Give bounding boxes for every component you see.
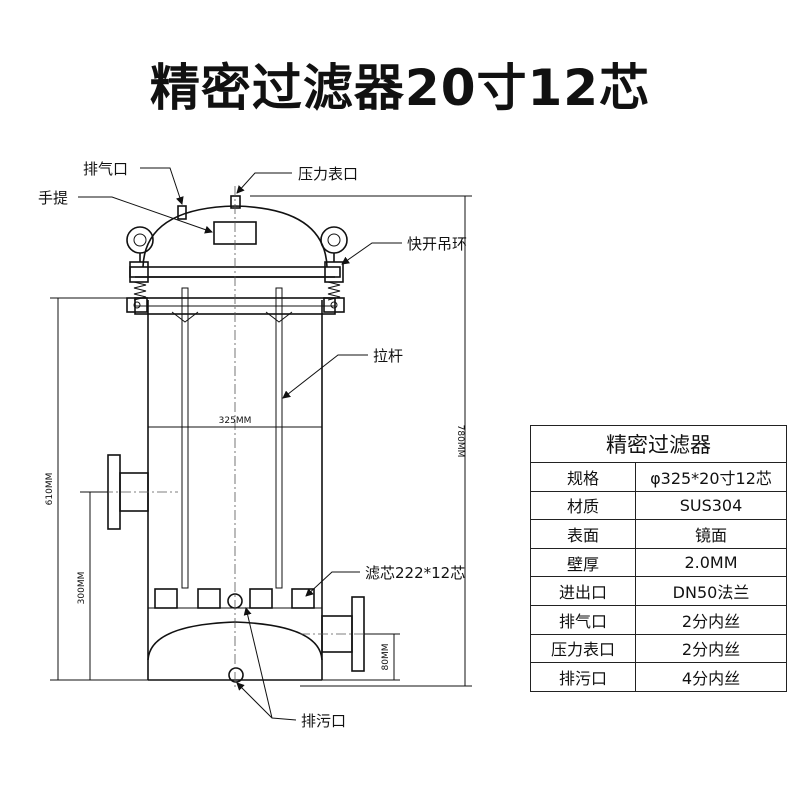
- table-row: 规格 φ325*20寸12芯: [530, 462, 787, 492]
- table-row: 进出口 DN50法兰: [530, 576, 787, 606]
- spec-key: 排污口: [530, 662, 636, 692]
- spec-table: 精密过滤器 规格 φ325*20寸12芯 材质 SUS304 表面 镜面 壁厚 …: [530, 425, 787, 692]
- dim-inner-width: 325MM: [219, 416, 252, 426]
- spec-key: 材质: [530, 490, 636, 521]
- dim-total-height: 780MM: [455, 425, 465, 458]
- spec-key: 规格: [530, 462, 636, 492]
- dimension-lines: [50, 195, 472, 687]
- filter-element-caps: [154, 588, 315, 683]
- label-lifting-ring: 快开吊环: [407, 235, 467, 253]
- spec-key: 壁厚: [530, 547, 636, 578]
- label-tie-rod: 拉杆: [373, 347, 403, 365]
- label-vent-port: 排气口: [83, 160, 128, 178]
- table-row: 表面 镜面: [530, 519, 787, 549]
- spec-table-title: 精密过滤器: [530, 425, 787, 463]
- callout-leaders: [78, 167, 402, 721]
- table-row: 排气口 2分内丝: [530, 604, 787, 635]
- lifting-ring-left: [126, 226, 154, 313]
- label-filter-element: 滤芯222*12芯: [365, 564, 465, 582]
- label-drain-port: 排污口: [301, 712, 346, 730]
- spec-key: 表面: [530, 519, 636, 549]
- tie-rods: [171, 287, 293, 589]
- dim-inlet-height: 610MM: [45, 473, 55, 506]
- spec-value: 2分内丝: [635, 604, 787, 635]
- label-pressure-gauge-port: 压力表口: [298, 165, 358, 183]
- table-row: 排污口 4分内丝: [530, 662, 787, 692]
- dim-lower-height: 300MM: [77, 572, 87, 605]
- label-handle: 手提: [38, 189, 68, 207]
- spec-key: 进出口: [530, 576, 636, 606]
- spec-value: SUS304: [635, 490, 787, 521]
- table-row: 壁厚 2.0MM: [530, 547, 787, 578]
- spec-key: 排气口: [530, 604, 636, 635]
- spec-value: 2分内丝: [635, 633, 787, 664]
- spec-value: φ325*20寸12芯: [635, 462, 787, 492]
- spec-value: DN50法兰: [635, 576, 787, 606]
- table-row: 材质 SUS304: [530, 490, 787, 521]
- spec-value: 2.0MM: [635, 547, 787, 578]
- spec-table-header: 精密过滤器: [530, 425, 787, 463]
- dim-outlet-height: 80MM: [381, 644, 391, 671]
- spec-value: 镜面: [635, 519, 787, 549]
- spec-value: 4分内丝: [635, 662, 787, 692]
- page-title: 精密过滤器20寸12芯: [149, 59, 651, 117]
- lifting-ring-right: [320, 226, 348, 313]
- spec-key: 压力表口: [530, 633, 636, 664]
- table-row: 压力表口 2分内丝: [530, 633, 787, 664]
